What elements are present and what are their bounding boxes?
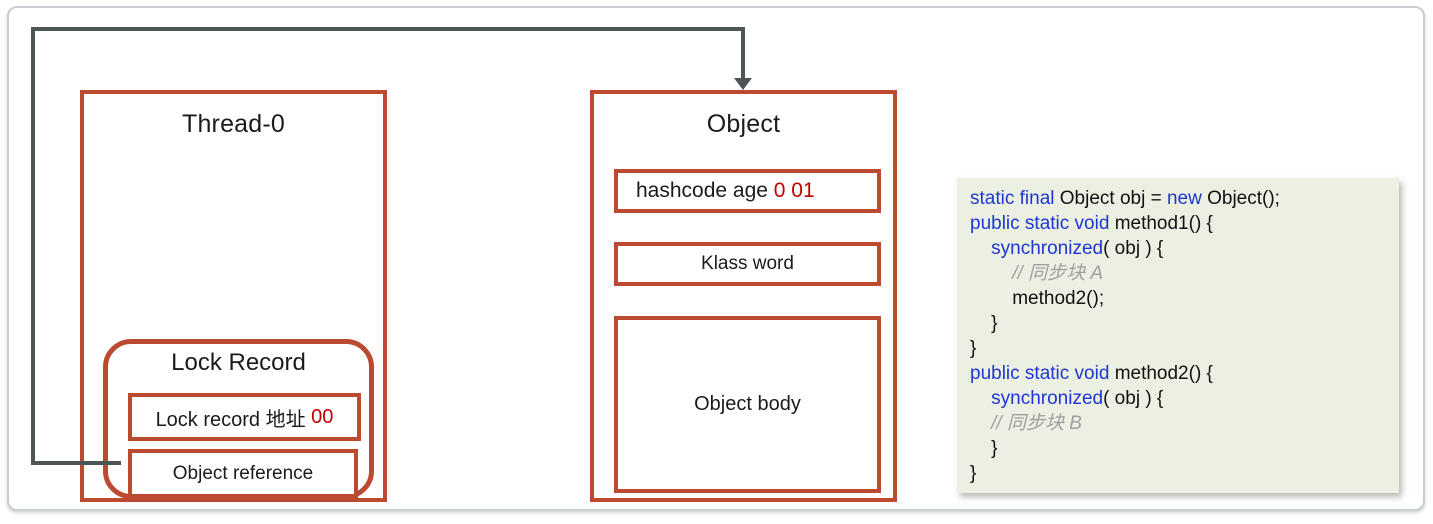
mark-word-cell: hashcode age 0 01 <box>614 169 881 213</box>
code-token: static final <box>970 188 1060 209</box>
code-line: // 同步块 A <box>970 261 1399 286</box>
object-reference-label: Object reference <box>172 462 314 484</box>
object-reference-cell: Object reference <box>128 449 358 498</box>
code-line: } <box>970 461 1399 486</box>
code-line: } <box>970 336 1399 361</box>
object-body-cell: Object body <box>614 316 881 493</box>
mark-word-label: hashcode age <box>636 179 774 202</box>
code-line: static final Object obj = new Object(); <box>970 186 1399 211</box>
slide-card: Thread-0 Lock Record Lock record 地址 00 O… <box>7 6 1425 511</box>
code-token: } <box>970 438 998 459</box>
code-token: } <box>970 338 977 359</box>
code-token: method2(); <box>970 288 1105 309</box>
object-box: Object hashcode age 0 01 Klass word Obje… <box>590 90 897 502</box>
code-line: public static void method2() { <box>970 361 1399 386</box>
code-token: public static void <box>970 363 1115 384</box>
code-token: method1() { <box>1114 213 1213 234</box>
thread-box: Thread-0 Lock Record Lock record 地址 00 O… <box>80 90 387 502</box>
code-token: Object(); <box>1207 188 1280 209</box>
code-token: method2() { <box>1114 363 1213 384</box>
code-token: synchronized <box>991 388 1104 409</box>
code-token: public static void <box>970 213 1115 234</box>
code-token <box>970 238 991 259</box>
code-line: } <box>970 311 1399 336</box>
code-line: synchronized( obj ) { <box>970 236 1399 261</box>
code-line: } <box>970 436 1399 461</box>
lock-record-address-label: Lock record 地址 <box>155 408 312 431</box>
code-token <box>970 388 991 409</box>
code-line: synchronized( obj ) { <box>970 386 1399 411</box>
object-body-label: Object body <box>694 393 801 415</box>
code-comment: // 同步块 A <box>970 263 1104 284</box>
code-line: method2(); <box>970 286 1399 311</box>
code-line: public static void method1() { <box>970 211 1399 236</box>
code-token: new <box>1166 188 1208 209</box>
klass-word-cell: Klass word <box>614 242 881 286</box>
object-title: Object <box>706 110 781 138</box>
code-token: Object obj = <box>1059 188 1167 209</box>
lock-record-box: Lock Record Lock record 地址 00 Object ref… <box>103 339 374 499</box>
arrowhead-icon <box>734 78 752 90</box>
lock-record-title: Lock Record <box>171 349 306 376</box>
code-token: ( obj ) { <box>1103 388 1164 409</box>
code-comment: // 同步块 B <box>970 413 1082 434</box>
code-token: synchronized <box>991 238 1104 259</box>
lock-record-address-cell: Lock record 地址 00 <box>128 393 361 441</box>
code-token: ( obj ) { <box>1103 238 1164 259</box>
code-token: } <box>970 463 977 484</box>
code-token: } <box>970 313 998 334</box>
mark-word-value: 0 01 <box>773 179 815 202</box>
thread-title: Thread-0 <box>181 110 286 138</box>
code-panel: static final Object obj = new Object(); … <box>957 178 1399 493</box>
klass-word-label: Klass word <box>701 253 794 274</box>
lock-record-address-value: 00 <box>311 405 334 428</box>
code-line: // 同步块 B <box>970 411 1399 436</box>
